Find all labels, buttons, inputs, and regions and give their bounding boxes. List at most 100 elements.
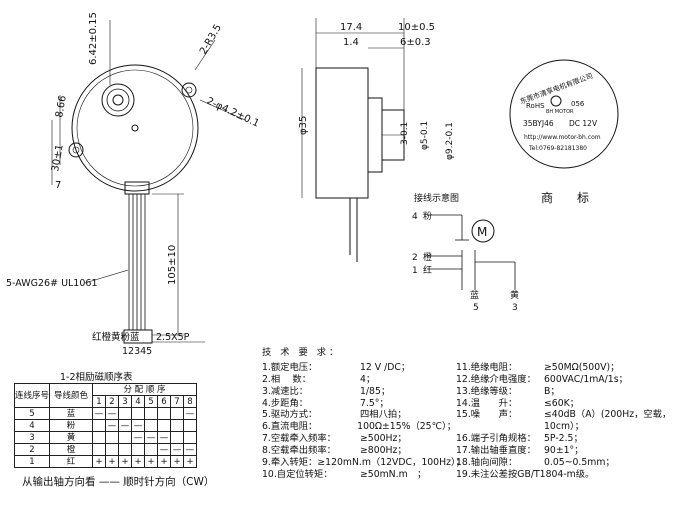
spec-row: 13.绝缘等级：B； (456, 386, 671, 398)
row-cell (170, 407, 184, 420)
specs-right-column: 11.绝缘电阻：≥50MΩ(500V)；12.绝缘介电强度：600VAC/1mA… (456, 362, 671, 481)
spec-value: ≤40dB（A）(200Hz，空载， (544, 409, 672, 421)
specs-title: 技 术 要 求： (262, 347, 342, 358)
dim-phi9-2: φ9.2-0.1 (445, 122, 455, 160)
label-rohs: RoHS (526, 102, 545, 110)
spec-value: 0.05~0.5mm； (544, 457, 615, 469)
dim-30: 30±1 (50, 144, 66, 173)
spec-row: 18.轴向间隙： 0.05~0.5mm； (456, 457, 671, 469)
label-code: 056 (571, 100, 585, 108)
row-cell: — (105, 407, 119, 420)
spec-key: 5.驱动方式： (262, 409, 318, 421)
spec-value: ≥500Hz； (360, 433, 407, 445)
spec-value: ≥50MΩ(500V)； (544, 361, 620, 373)
row-cell: — (131, 431, 145, 444)
row-cell (144, 443, 158, 456)
side-body (315, 67, 369, 199)
row-cell (92, 419, 106, 432)
pin-1-num: 1 (412, 266, 418, 276)
spec-value: ≤60K； (544, 397, 580, 409)
dim-6: 6±0.3 (400, 37, 431, 48)
dim-17-4: 17.4 (340, 22, 362, 33)
row-cell: + (183, 455, 197, 468)
pin-4-color: 粉 (423, 210, 432, 222)
row-cell: — (157, 443, 171, 456)
row-cell (144, 419, 158, 432)
seq-header-color: 导线颜色 (49, 383, 93, 408)
row-num: 3 (14, 431, 50, 444)
lead-length-dim: 105±10 (167, 245, 178, 285)
front-view: 6.42±0.15 2-R3.5 8.66 2-φ4.2±0.1 30±1 7 … (6, 12, 261, 357)
lead-wires (128, 194, 146, 330)
spec-row: 12.绝缘介电强度：600VAC/1mA/1s； (456, 374, 671, 386)
dim-6-42: 6.42±0.15 (88, 12, 99, 65)
spec-row: 19.未注公差按GB/T1804-m级。 (456, 469, 671, 481)
spec-key: 1.额定电压： (262, 361, 318, 373)
dim-3: 3-0.1 (400, 122, 410, 145)
dim-1-4: 1.4 (343, 37, 359, 48)
spec-row: 8.空载牵出频率：≥800Hz； (262, 445, 456, 457)
row-color: 粉 (49, 419, 93, 432)
spec-value: 600VAC/1mA/1s； (544, 373, 628, 385)
step-header: 8 (183, 395, 197, 408)
dim-2-r3-5: 2-R3.5 (198, 23, 224, 57)
brand-label: 东莞市清享电机有限公司 RoHS BH MOTOR 056 35BYJ46 DC… (509, 59, 619, 169)
spec-key: 17.输出轴垂直度： (456, 445, 536, 457)
seq-header-num: 连线序号 (14, 383, 50, 408)
row-cell: — (131, 419, 145, 432)
lead-spec: 5-AWG26# UL1061 (6, 278, 98, 289)
row-cell (92, 443, 106, 456)
pin-2-color: 橙 (423, 251, 432, 263)
row-cell (183, 419, 197, 432)
spec-key: 2.相 数： (262, 373, 312, 385)
spec-key: 9.牵入转矩： (262, 457, 318, 469)
row-cell: + (118, 455, 132, 468)
spec-key: 19.未注公差按GB/T1804-m级。 (456, 468, 595, 480)
spec-key: 3.减速比： (262, 385, 309, 397)
row-cell: + (157, 455, 171, 468)
row-cell (131, 443, 145, 456)
output-shaft-hub (101, 83, 135, 117)
row-cell: + (105, 455, 119, 468)
row-cell: + (144, 455, 158, 468)
row-cell (105, 443, 119, 456)
spec-key: 7.空载牵入频率： (262, 433, 336, 445)
spec-key: 15.噪 声： (456, 409, 518, 421)
step-header: 4 (131, 395, 145, 408)
motor-body-outline (71, 64, 199, 192)
spec-row: 10cm）； (456, 421, 671, 433)
spec-value: ≥120mN.m（12VDC，100Hz）； (317, 457, 465, 469)
row-cell: — (92, 407, 106, 420)
pin-3-color: 黄 (510, 289, 519, 301)
row-cell (183, 431, 197, 444)
row-cell (92, 431, 106, 444)
row-color: 黄 (49, 431, 93, 444)
spec-value: B； (544, 385, 560, 397)
spec-row: 16.端子引角规格：5P-2.5； (456, 433, 671, 445)
pin-4-num: 4 (412, 212, 418, 222)
spec-row: 17.输出轴垂直度： 90±1°； (456, 445, 671, 457)
row-cell (105, 431, 119, 444)
pin-2-num: 2 (412, 253, 418, 263)
spec-value: 1/85； (360, 385, 391, 397)
spec-row: 7.空载牵入频率： ≥500Hz； (262, 433, 456, 445)
logo-icon (550, 95, 562, 107)
wire-colors: 红橙黄粉蓝 (92, 331, 140, 343)
row-num: 4 (14, 419, 50, 432)
spec-key: 18.轴向间隙： (456, 457, 518, 469)
row-color: 橙 (49, 443, 93, 456)
dim-7: 7 (55, 180, 61, 191)
right-mount-ear (181, 82, 197, 98)
row-color: 红 (49, 455, 93, 468)
label-voltage: DC 12V (569, 119, 598, 128)
spec-value: 90±1°； (544, 445, 584, 457)
spec-row: 14.温 升：≤60K； (456, 398, 671, 410)
rotation-direction: 从输出轴方向看 —— 顺时针方向（CW） (22, 476, 215, 488)
label-website: http://www.motor-bh.com (524, 134, 601, 141)
pin-numbers: 12345 (122, 346, 152, 357)
row-cell (157, 419, 171, 432)
